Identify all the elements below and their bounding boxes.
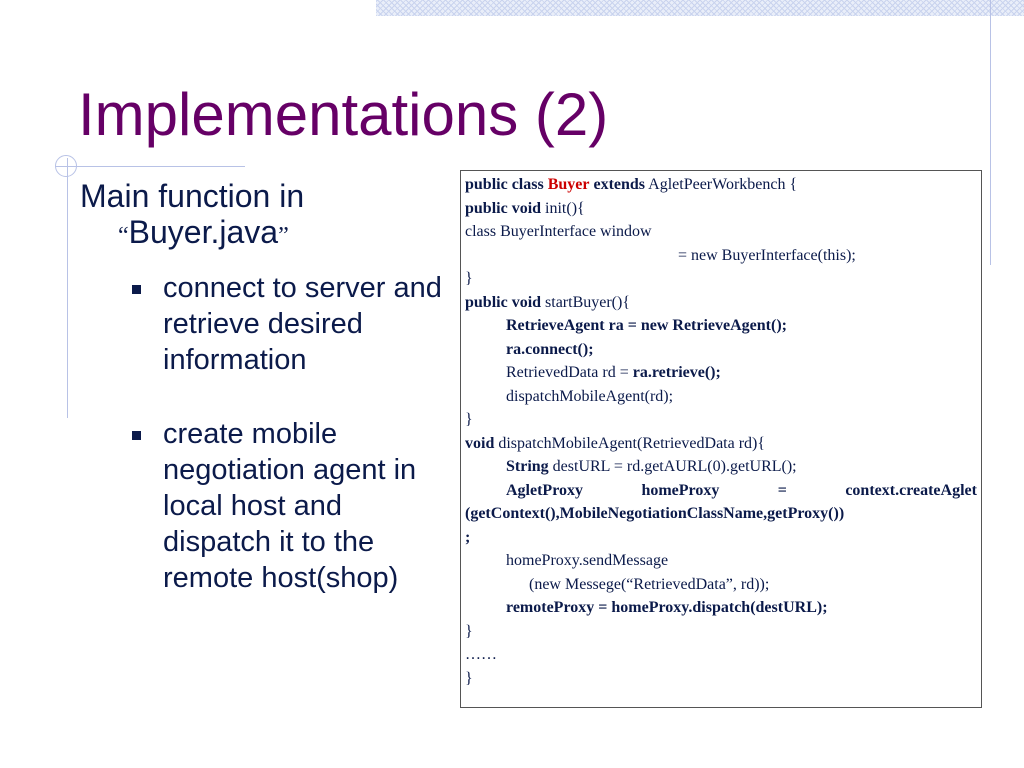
decorative-horizontal-line <box>55 166 245 167</box>
slide-title: Implementations (2) <box>78 81 609 148</box>
code-keyword: void <box>465 434 495 452</box>
code-keyword: public class <box>465 176 544 193</box>
main-point: Main function in “Buyer.java” <box>80 178 430 254</box>
code-line: (getContext(),MobileNegotiationClassName… <box>465 505 845 522</box>
code-keyword: ra.retrieve(); <box>632 364 721 381</box>
code-line: RetrievedData rd = ra.retrieve(); <box>465 361 977 385</box>
code-line: String destURL = rd.getAURL(0).getURL(); <box>465 455 977 479</box>
code-text: = <box>777 481 787 499</box>
code-line: } <box>465 622 473 640</box>
code-text: init(){ <box>545 199 585 217</box>
code-line: homeProxy.sendMessage <box>506 552 669 569</box>
code-line: ra.connect(); <box>506 340 594 358</box>
code-line: RetrieveAgent ra = new RetrieveAgent(); <box>506 317 787 334</box>
bullet-text: connect to server and retrieve desired i… <box>163 272 442 376</box>
decorative-vertical-line-left <box>67 158 68 418</box>
code-line: } <box>465 669 473 687</box>
main-point-line1: Main function in <box>80 178 305 214</box>
decorative-vertical-line-right <box>990 0 991 265</box>
bullet-item: connect to server and retrieve desired i… <box>130 270 450 378</box>
square-bullet-icon <box>132 431 141 440</box>
code-line: public class Buyer extends AgletPeerWork… <box>465 173 977 197</box>
code-line: …… <box>465 646 497 663</box>
code-text: context.createAglet <box>845 481 977 499</box>
code-text: RetrievedData rd = <box>506 364 629 381</box>
code-keyword: String <box>506 458 549 475</box>
code-class-name: Buyer <box>547 176 590 193</box>
main-point-line2: “Buyer.java” <box>80 214 430 254</box>
code-line: (new Messege(“RetrievedData”, rd)); <box>529 575 770 593</box>
code-text: destURL = rd.getAURL(0).getURL(); <box>552 458 797 475</box>
code-line: class BuyerInterface window <box>465 223 652 240</box>
code-text: AgletPeerWorkbench { <box>648 176 798 193</box>
code-listing: public class Buyer extends AgletPeerWork… <box>460 170 982 708</box>
code-keyword: public void <box>465 199 542 217</box>
code-line: void dispatchMobileAgent(RetrievedData r… <box>465 432 977 456</box>
close-quote: ” <box>278 223 289 249</box>
open-quote: “ <box>118 223 129 249</box>
code-line: ; <box>465 528 471 546</box>
code-keyword: extends <box>593 176 646 193</box>
decorative-hatch-band <box>376 0 1024 16</box>
code-text: homeProxy <box>641 481 720 499</box>
decorative-circle-icon <box>55 155 77 177</box>
code-text: startBuyer(){ <box>545 293 631 311</box>
bullet-item: create mobile negotiation agent in local… <box>130 416 450 596</box>
bullet-list: connect to server and retrieve desired i… <box>130 270 450 596</box>
bullet-text: create mobile negotiation agent in local… <box>163 418 417 594</box>
code-text: dispatchMobileAgent(RetrievedData rd){ <box>498 434 766 452</box>
file-name: Buyer.java <box>128 214 279 250</box>
code-line: = new BuyerInterface(this); <box>678 246 856 264</box>
code-line: } <box>465 270 473 287</box>
code-line: public void startBuyer(){ <box>465 291 977 315</box>
code-line: dispatchMobileAgent(rd); <box>506 387 674 405</box>
square-bullet-icon <box>132 285 141 294</box>
code-keyword: public void <box>465 293 542 311</box>
code-line: remoteProxy = homeProxy.dispatch(destURL… <box>506 599 828 616</box>
code-text: AgletProxy <box>506 481 584 499</box>
code-line: AgletProxy homeProxy = context.createAglet <box>465 479 977 503</box>
code-line: public void init(){ <box>465 197 977 221</box>
code-line: } <box>465 411 473 428</box>
